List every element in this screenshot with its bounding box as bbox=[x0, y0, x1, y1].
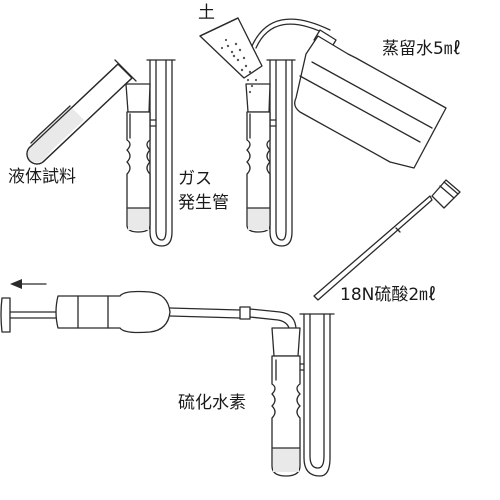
soil-label: 土 bbox=[198, 3, 215, 23]
sulfuric-acid-label: 18N硫酸2㎖ bbox=[340, 285, 437, 305]
gas-generator-label-line1: ガス bbox=[178, 169, 212, 189]
gas-generator-tube-1 bbox=[125, 59, 176, 247]
arrow-left-icon bbox=[10, 279, 47, 289]
hydrogen-sulfide-generator bbox=[271, 313, 335, 477]
pipette bbox=[313, 179, 461, 301]
hydrogen-sulfide-label: 硫化水素 bbox=[178, 393, 246, 413]
soil-spatula bbox=[199, 17, 263, 94]
gas-generator-label-line2: 発生管 bbox=[178, 193, 229, 213]
liquid-sample-test-tube bbox=[26, 59, 137, 165]
distilled-water-label: 蒸留水5㎖ bbox=[382, 39, 461, 59]
gas-generator-tube-2 bbox=[245, 59, 296, 247]
liquid-sample-label: 液体試料 bbox=[8, 167, 76, 187]
aspirator-pump bbox=[0, 290, 297, 341]
wash-bottle bbox=[251, 18, 447, 169]
